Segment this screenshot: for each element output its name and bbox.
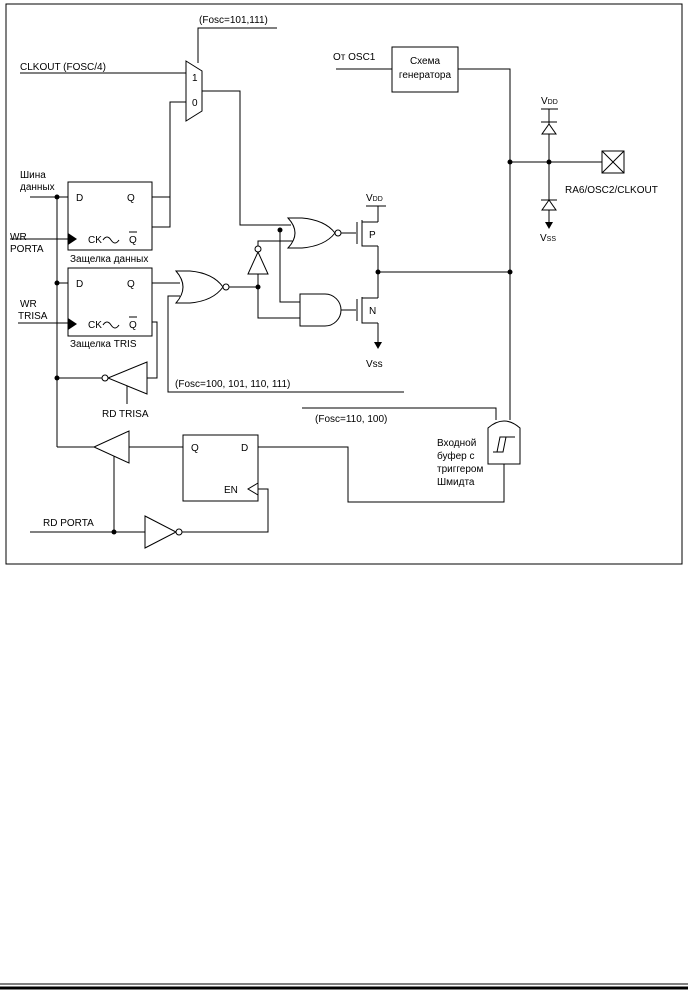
data-latch-name: Защелка данных <box>70 254 148 265</box>
pmos-nor-gate-bubble <box>334 229 342 237</box>
data-latch-d: D <box>76 193 83 204</box>
wr-porta-label-1: WR <box>10 232 27 243</box>
from-osc1-label: От OSC1 <box>333 52 376 63</box>
data-latch-clock-triangle <box>68 233 77 245</box>
junction-dot <box>54 280 60 286</box>
upper-protection-diode <box>541 123 557 135</box>
wr-trisa-label-2: TRISA <box>18 311 48 322</box>
vertical-inverter <box>247 250 269 275</box>
data-bus-label-2: данных <box>20 182 55 193</box>
pmos-nor-gate <box>286 217 336 249</box>
clkout-mux <box>185 60 203 122</box>
and-input-wire <box>257 287 300 319</box>
pin-name-label: RA6/OSC2/CLKOUT <box>565 185 658 196</box>
p-terminals <box>361 221 378 247</box>
schmitt-label-3: триггером <box>437 464 483 475</box>
inverter-out-wire <box>257 240 297 246</box>
tris-latch-q: Q <box>127 279 135 290</box>
input-latch-q: Q <box>191 443 199 454</box>
data-latch-q-wire <box>152 196 171 228</box>
rd-porta-inverter-bubble <box>175 528 183 536</box>
tris-latch-d: D <box>76 279 83 290</box>
mux-input-0-label: 0 <box>192 98 198 109</box>
junction-dot <box>507 269 513 275</box>
rd-porta-buffer <box>92 430 130 464</box>
tris-latch-clock-triangle <box>68 318 77 330</box>
tris-qbar-wire <box>147 321 158 379</box>
schmitt-label-1: Входной <box>437 438 476 449</box>
fosc-buf-wire <box>302 407 497 420</box>
oscillator-circuit-block <box>391 46 459 93</box>
tris-latch-name: Защелка TRIS <box>70 339 137 350</box>
tris-or-gate-bubble <box>222 283 230 291</box>
rd-trisa-buffer-bubble <box>101 374 109 382</box>
tris-latch-qbar: Q <box>129 320 137 331</box>
schmitt-input-buffer <box>487 420 521 465</box>
p-transistor-label: P <box>369 230 376 241</box>
data-latch-clock-edge-icon <box>102 236 120 244</box>
clkout-label: CLKOUT (FOSC/4) <box>20 62 106 73</box>
page-bottom-rule <box>0 983 688 990</box>
wr-porta-label-2: PORTA <box>10 244 44 255</box>
input-latch-en: EN <box>224 485 238 496</box>
mux-select-wire <box>197 27 277 63</box>
wr-trisa-label-1: WR <box>20 299 37 310</box>
fosc-buf-label: (Fosc=110, 100) <box>315 414 387 425</box>
data-latch-qbar: Q <box>129 235 137 246</box>
mux-output-wire <box>202 90 291 226</box>
vertical-inverter-bubble <box>254 245 262 253</box>
osc-block-line1: Схема <box>410 56 441 67</box>
vss-right-label: VSS <box>540 233 556 244</box>
fosc-tris-wire <box>167 295 404 393</box>
rd-porta-inverter <box>144 515 178 549</box>
nor-input-branch <box>279 230 300 303</box>
rd-trisa-label: RD TRISA <box>102 409 149 420</box>
diagram-frame <box>5 3 683 565</box>
schmitt-trigger-icon <box>493 436 515 453</box>
pin-pad-cross-b <box>601 150 625 174</box>
lower-protection-diode <box>541 199 557 211</box>
nmos-and-gate <box>299 293 342 327</box>
junction-dot <box>507 159 513 165</box>
vdd-mid-label: VDD <box>366 193 383 204</box>
vss-right-arrow <box>545 222 553 229</box>
schmitt-label-2: буфер с <box>437 450 475 462</box>
rd-porta-inverter-out-wire <box>182 488 269 533</box>
schmitt-out-wire <box>258 446 505 503</box>
tris-latch-clock-edge-icon <box>102 321 120 329</box>
fosc-mux-label: (Fosc=101,111) <box>199 15 268 26</box>
n-terminals <box>361 297 378 324</box>
osc-block-line2: генератора <box>399 70 452 81</box>
junction-dot <box>111 529 117 535</box>
junction-dot <box>54 375 60 381</box>
input-latch <box>182 434 259 502</box>
vss-mid-label: Vss <box>366 359 383 370</box>
data-bus-label-1: Шина <box>20 170 46 181</box>
data-latch-q: Q <box>127 193 135 204</box>
vdd-right-label: VDD <box>541 96 558 107</box>
osc-output-wire <box>458 68 511 420</box>
tris-or-gate <box>174 270 224 304</box>
data-latch-ck: CK <box>88 235 102 246</box>
vss-mid-arrow <box>374 342 382 349</box>
n-transistor-label: N <box>369 306 376 317</box>
input-latch-d: D <box>241 443 248 454</box>
tris-latch <box>67 267 153 337</box>
rd-porta-label: RD PORTA <box>43 518 94 529</box>
mux-input-1-label: 1 <box>192 73 198 84</box>
fosc-tris-label: (Fosc=100, 101, 110, 111) <box>175 379 290 390</box>
tris-latch-ck: CK <box>88 320 102 331</box>
schmitt-label-4: Шмидта <box>437 477 475 488</box>
